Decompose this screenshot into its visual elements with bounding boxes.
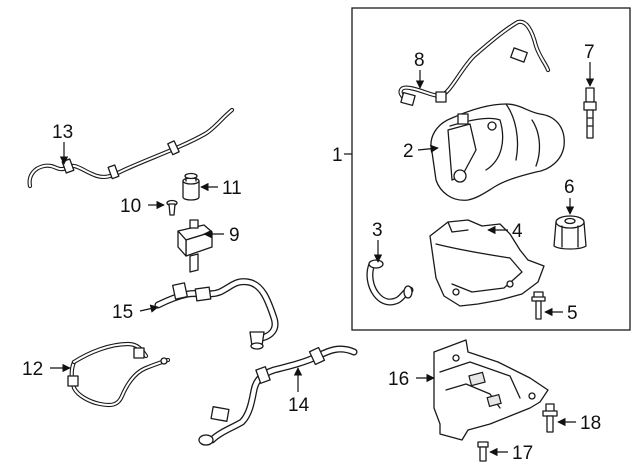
callout-14: 14 (288, 395, 310, 416)
callout-15: 15 (112, 302, 133, 323)
part-8-harness (398, 19, 551, 107)
leader-lines (50, 62, 595, 457)
part-7-probe (583, 87, 597, 139)
part-9-valve (177, 219, 213, 273)
callout-12: 12 (22, 359, 43, 380)
callout-9: 9 (229, 225, 240, 246)
part-18-bolt (542, 403, 558, 433)
callout-3: 3 (372, 220, 383, 241)
part-11-cap (182, 172, 200, 201)
part-15-hose (154, 278, 279, 350)
callout-5: 5 (567, 303, 578, 324)
part-12-harness (67, 341, 171, 408)
part-13-tube (27, 107, 235, 189)
part-2-tank (430, 103, 565, 201)
callout-11: 11 (222, 178, 242, 199)
callout-8: 8 (414, 50, 425, 71)
callout-18: 18 (580, 413, 601, 434)
part-5-bolt (531, 291, 546, 320)
part-6-cap (553, 215, 587, 250)
part-4-shield (429, 219, 545, 307)
assembly-frame (351, 7, 631, 331)
callout-16: 16 (388, 369, 409, 390)
part-10-pin (166, 199, 178, 216)
callout-6: 6 (564, 177, 575, 198)
callout-7: 7 (584, 42, 595, 63)
part-14-hose (198, 345, 358, 446)
callout-17: 17 (512, 443, 533, 464)
part-17-bolt (477, 441, 489, 462)
part-16-bracket (433, 339, 549, 441)
callout-1: 1 (332, 145, 343, 166)
callout-2: 2 (403, 141, 414, 162)
callout-4: 4 (512, 221, 523, 242)
callout-10: 10 (120, 196, 141, 217)
callout-labels: 1 2 3 4 5 6 7 8 9 10 11 12 13 14 15 16 1… (22, 42, 601, 464)
part-3-hose (366, 259, 414, 306)
callout-13: 13 (52, 122, 73, 143)
